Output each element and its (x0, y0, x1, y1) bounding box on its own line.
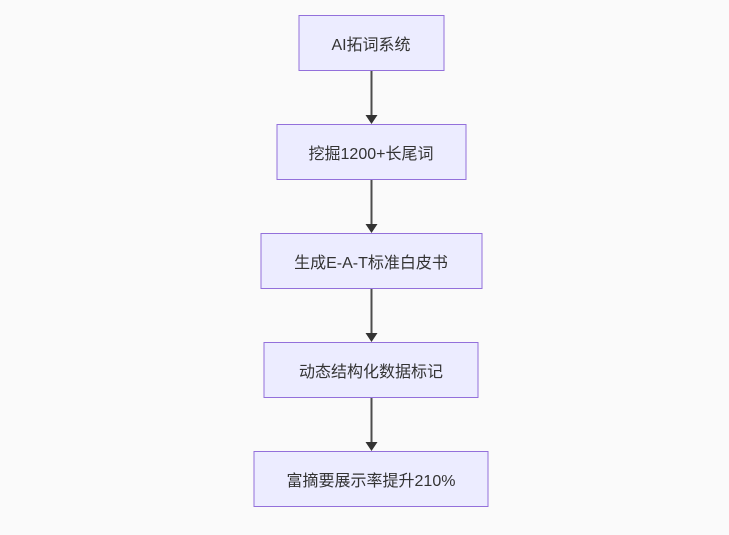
flowchart-arrow-d-e (364, 398, 378, 451)
node-label: AI拓词系统 (331, 37, 411, 54)
arrow-line (370, 289, 372, 335)
flowchart-node-b: 挖掘1200+长尾词 (276, 124, 466, 180)
flowchart-arrow-b-c (364, 180, 378, 233)
arrow-line (370, 180, 372, 226)
arrowhead-icon (365, 333, 377, 342)
flowchart-arrow-a-b (364, 71, 378, 124)
node-label: 挖掘1200+长尾词 (308, 146, 434, 163)
node-label: 生成E-A-T标准白皮书 (294, 255, 448, 272)
arrow-line (370, 398, 372, 444)
arrowhead-icon (365, 115, 377, 124)
flowchart-arrow-c-d (364, 289, 378, 342)
arrow-line (370, 71, 372, 117)
node-label: 富摘要展示率提升210% (286, 473, 456, 490)
arrowhead-icon (365, 442, 377, 451)
node-label: 动态结构化数据标记 (298, 364, 443, 381)
flowchart-node-a: AI拓词系统 (298, 15, 444, 71)
arrowhead-icon (365, 224, 377, 233)
flowchart-node-e: 富摘要展示率提升210% (253, 451, 489, 507)
flowchart: AI拓词系统 挖掘1200+长尾词 生成E-A-T标准白皮书 动态结构化数据标记 (253, 15, 489, 507)
flowchart-node-c: 生成E-A-T标准白皮书 (260, 233, 482, 289)
flowchart-node-d: 动态结构化数据标记 (263, 342, 479, 398)
